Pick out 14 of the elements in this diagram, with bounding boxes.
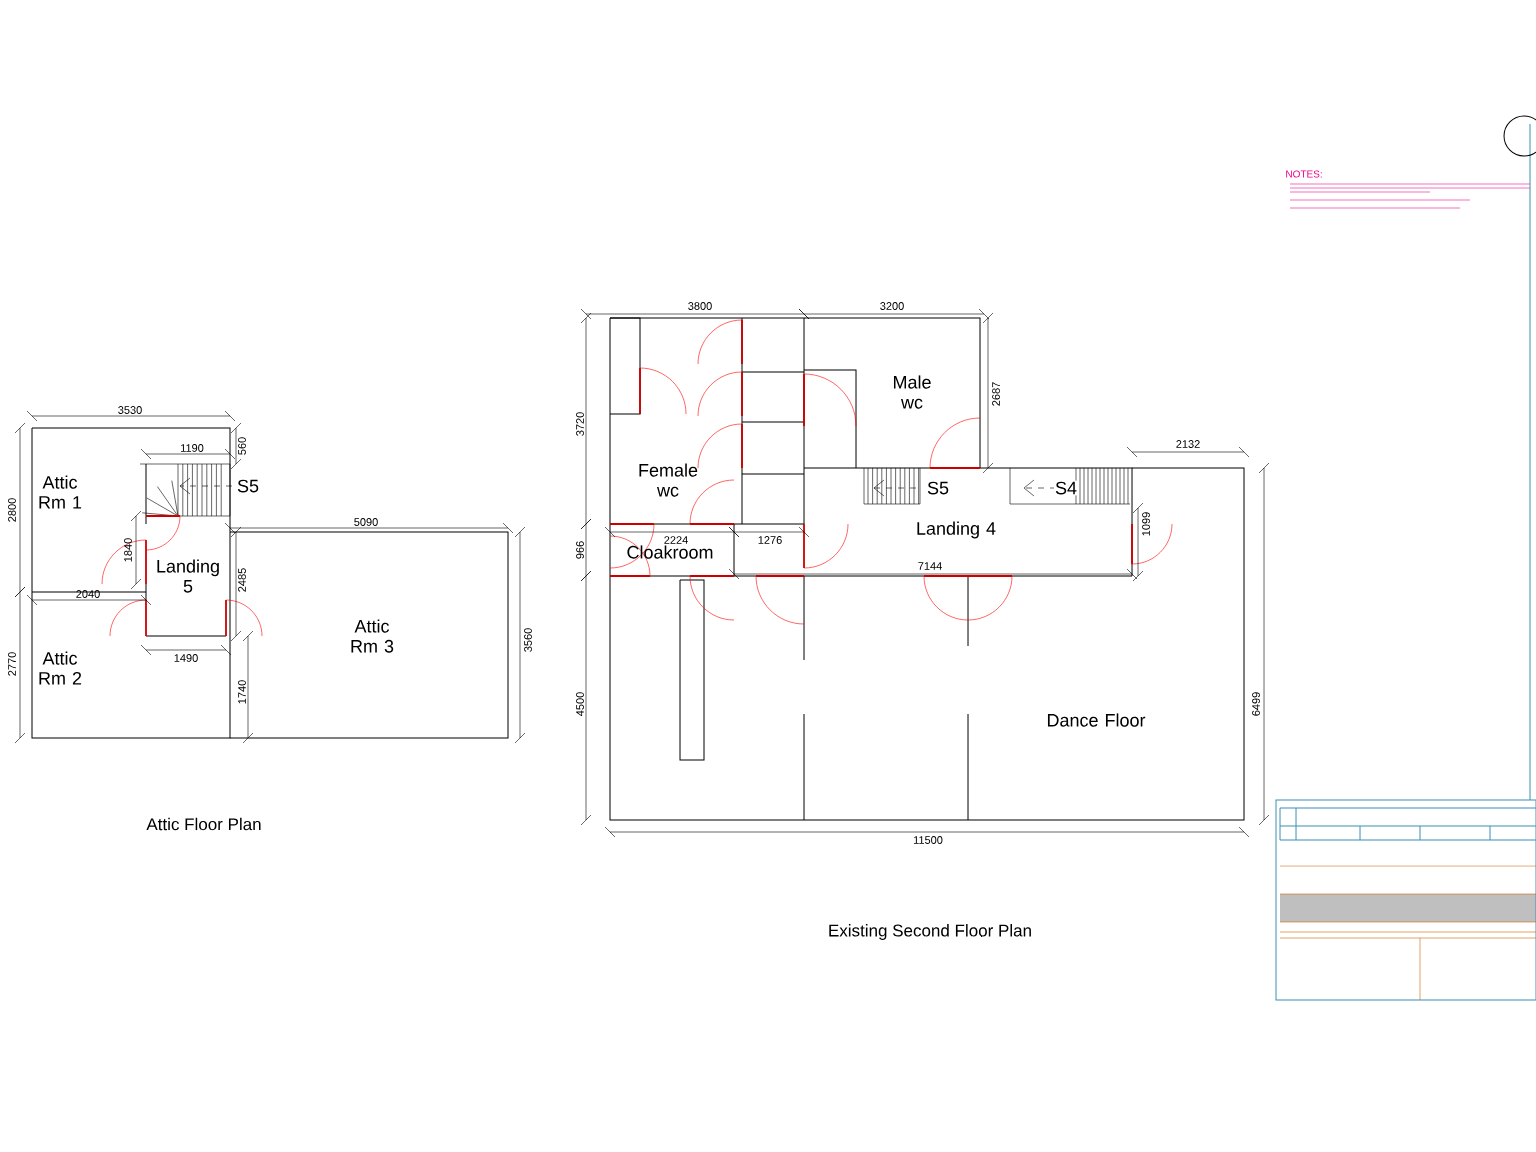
room-label: Dance Floor (1047, 713, 1146, 727)
room-label: Attic Rm 3 (351, 619, 394, 653)
room-label: Cloakroom (627, 545, 713, 559)
room-label: Male wc (894, 375, 931, 409)
plan-title: Attic Floor Plan (146, 817, 261, 831)
room-label: Landing 4 (917, 521, 996, 539)
plan-title: Existing Second Floor Plan (829, 924, 1031, 940)
stair-label: S5 (236, 478, 260, 494)
room-label: Attic Rm 2 (39, 651, 82, 685)
room-label: Female wc (639, 463, 698, 497)
room-label: Landing 5 (157, 559, 219, 593)
room-label: Attic Rm 1 (39, 475, 82, 509)
stair-label: S5 (926, 480, 950, 496)
stair-label: S4 (1054, 480, 1078, 496)
